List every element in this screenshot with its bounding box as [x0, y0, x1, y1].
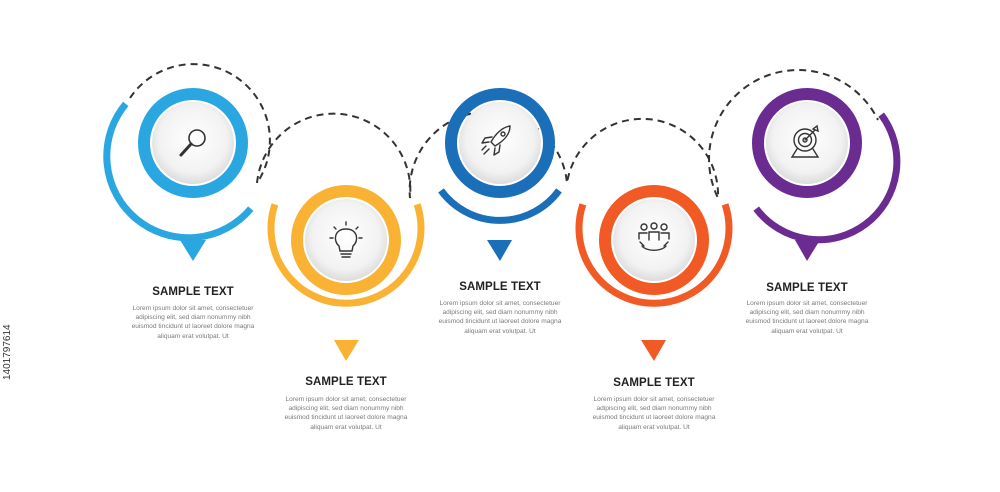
- step-5-disc: [766, 102, 848, 184]
- step-1-title: SAMPLE TEXT: [152, 286, 234, 298]
- step-3-outer-arc: [438, 188, 562, 224]
- step-2-title: SAMPLE TEXT: [305, 376, 387, 388]
- step-4-disc: [613, 199, 695, 281]
- step-2-node: [267, 185, 425, 361]
- step-1-node: [103, 88, 254, 261]
- step-1-outer-arc: [103, 101, 254, 242]
- step-3-node: [438, 88, 562, 261]
- step-5-node: [752, 88, 901, 261]
- step-2-outer-arc: [267, 203, 425, 307]
- step-3-pointer: [487, 240, 512, 261]
- step-4-body: Lorem ipsum dolor sit amet, consectetuer…: [592, 396, 716, 431]
- team-icon: [638, 222, 670, 251]
- dashed-connector: [129, 63, 879, 199]
- step-1-pointer: [180, 240, 206, 261]
- step-3-ring: [445, 88, 555, 198]
- step-3-title: SAMPLE TEXT: [459, 281, 541, 293]
- step-2-ring: [291, 185, 401, 295]
- rocket-icon: [481, 125, 511, 156]
- step-2-disc: [305, 199, 387, 281]
- step-1-ring: [138, 88, 248, 198]
- step-4-ring: [599, 185, 709, 295]
- step-3-body: Lorem ipsum dolor sit amet, consectetuer…: [438, 300, 562, 335]
- step-5-body: Lorem ipsum dolor sit amet, consectetuer…: [745, 300, 869, 335]
- step-4-outer-arc: [575, 203, 733, 307]
- step-1-body: Lorem ipsum dolor sit amet, consectetuer…: [131, 305, 255, 340]
- step-4-node: [575, 185, 733, 361]
- target-icon: [790, 124, 820, 158]
- step-2-body: Lorem ipsum dolor sit amet, consectetuer…: [284, 396, 408, 431]
- magnifier-icon: [179, 129, 206, 157]
- stock-id-label: 1401797614: [2, 324, 13, 380]
- step-4-title: SAMPLE TEXT: [613, 377, 695, 389]
- step-2-pointer: [334, 340, 359, 361]
- step-5-pointer: [795, 240, 820, 261]
- step-5-title: SAMPLE TEXT: [766, 282, 848, 294]
- step-1-disc: [152, 102, 234, 184]
- step-5-outer-arc: [753, 112, 901, 244]
- step-4-pointer: [641, 340, 666, 361]
- lightbulb-icon: [329, 221, 363, 258]
- step-5-ring: [752, 88, 862, 198]
